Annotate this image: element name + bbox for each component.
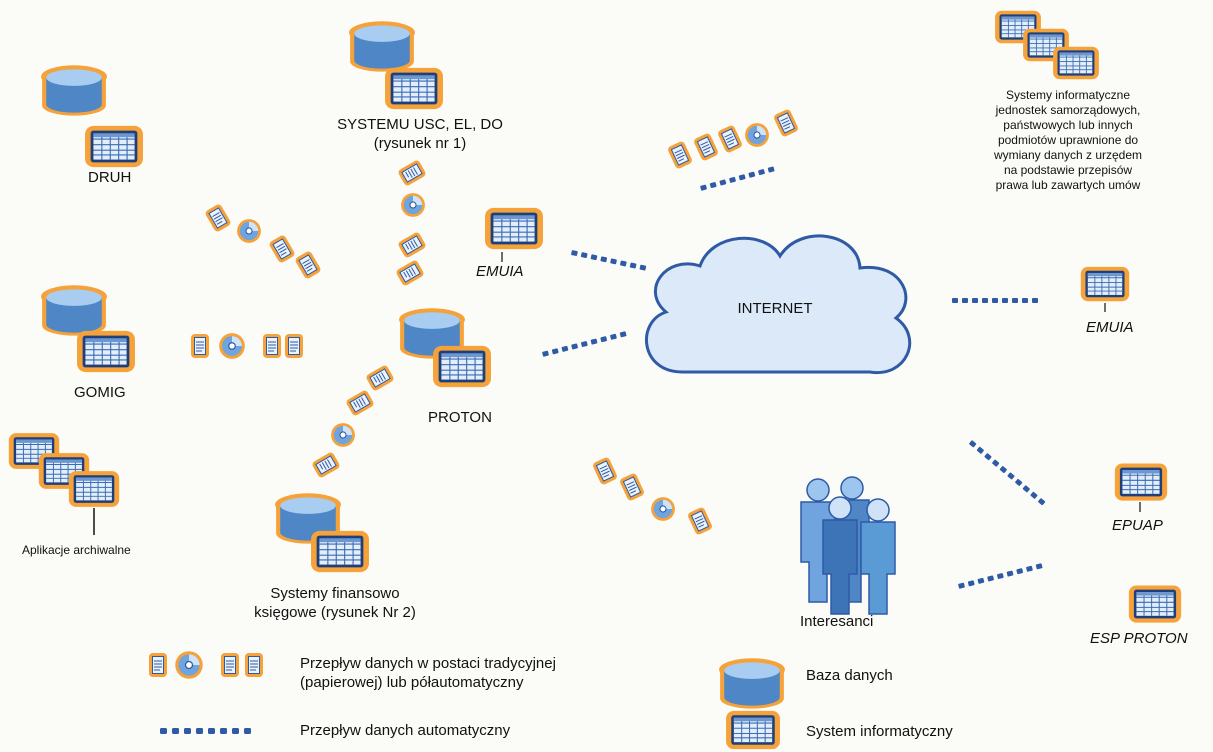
esp-app-icon [1128, 584, 1182, 624]
legend-app-icon [725, 710, 781, 750]
usc-label-line1: SYSTEMU USC, EL, DO [337, 116, 503, 133]
flow-manual-finance-proton [310, 363, 396, 480]
legend-manual-line2: (papierowej) lub półautomatyczny [300, 674, 524, 691]
usc-label-line2: (rysunek nr 1) [373, 135, 467, 152]
flow-manual-usc-proton [394, 158, 428, 288]
flow-manual-external [666, 107, 800, 171]
legend-db-label: Baza danych [806, 667, 893, 684]
emuia-right-label: EMUIA [1086, 319, 1134, 336]
usc-database-icon [349, 21, 415, 72]
legend-manual-label: Przepływ danych w postaci tradycyjnej (p… [300, 654, 556, 692]
clients-label: Interesanci [800, 613, 874, 630]
gomig-label: GOMIG [74, 384, 126, 401]
legend-auto-label: Przepływ danych automatyczny [300, 722, 511, 739]
external-line2: jednostek samorządowych, [995, 103, 1141, 117]
usc-label: SYSTEMU USC, EL, DO (rysunek nr 1) [305, 115, 535, 153]
external-line5: wymiany danych z urzędem [993, 148, 1143, 162]
external-line1: Systemy informatyczne [1005, 88, 1131, 102]
external-line7: prawa lub zawartych umów [995, 178, 1141, 192]
epuap-label: EPUAP [1112, 517, 1163, 534]
druh-app-icon [84, 125, 144, 168]
finance-app-icon [310, 530, 370, 573]
emuia-left-label: EMUIA [476, 263, 524, 280]
finance-label-line2: księgowe (rysunek Nr 2) [254, 604, 416, 621]
finance-label-line1: Systemy finansowo [270, 585, 400, 602]
flow-manual-druh-proton [203, 202, 323, 281]
clients-people-icon [800, 476, 896, 615]
legend-manual-icon [148, 650, 264, 680]
druh-label: DRUH [88, 169, 132, 186]
epuap-app-icon [1114, 462, 1168, 502]
external-apps-icon [994, 10, 1100, 80]
internet-label: INTERNET [738, 300, 813, 317]
emuia-right-app-icon [1080, 266, 1130, 302]
archive-label: Aplikacje archiwalne [22, 543, 131, 557]
legend-auto-icon [160, 728, 251, 734]
auto-flows [542, 166, 1046, 589]
flow-manual-clients-proton [591, 455, 714, 537]
external-line4: podmiotów uprawnione do [997, 133, 1139, 147]
gomig-database-icon [41, 285, 107, 336]
legend-manual-line1: Przepływ danych w postaci tradycyjnej [300, 655, 556, 672]
external-line3: państwowych lub innych [1003, 118, 1133, 132]
internet-cloud [645, 234, 912, 375]
proton-app-icon [432, 345, 492, 388]
gomig-app-icon [76, 330, 136, 373]
proton-label: PROTON [428, 409, 492, 426]
external-systems-label: Systemy informatyczne jednostek samorząd… [962, 88, 1174, 193]
finance-label: Systemy finansowo księgowe (rysunek Nr 2… [240, 584, 430, 622]
emuia-left-app-icon [484, 207, 544, 250]
usc-app-icon [384, 67, 444, 110]
flow-manual-gomig-proton [190, 332, 304, 360]
legend-database-icon [719, 658, 785, 709]
legend-sys-label: System informatyczny [806, 723, 953, 740]
external-line6: na podstawie przepisów [1003, 163, 1133, 177]
archive-apps-icon [8, 432, 120, 535]
druh-database-icon [41, 65, 107, 116]
esp-label: ESP PROTON [1090, 630, 1188, 647]
